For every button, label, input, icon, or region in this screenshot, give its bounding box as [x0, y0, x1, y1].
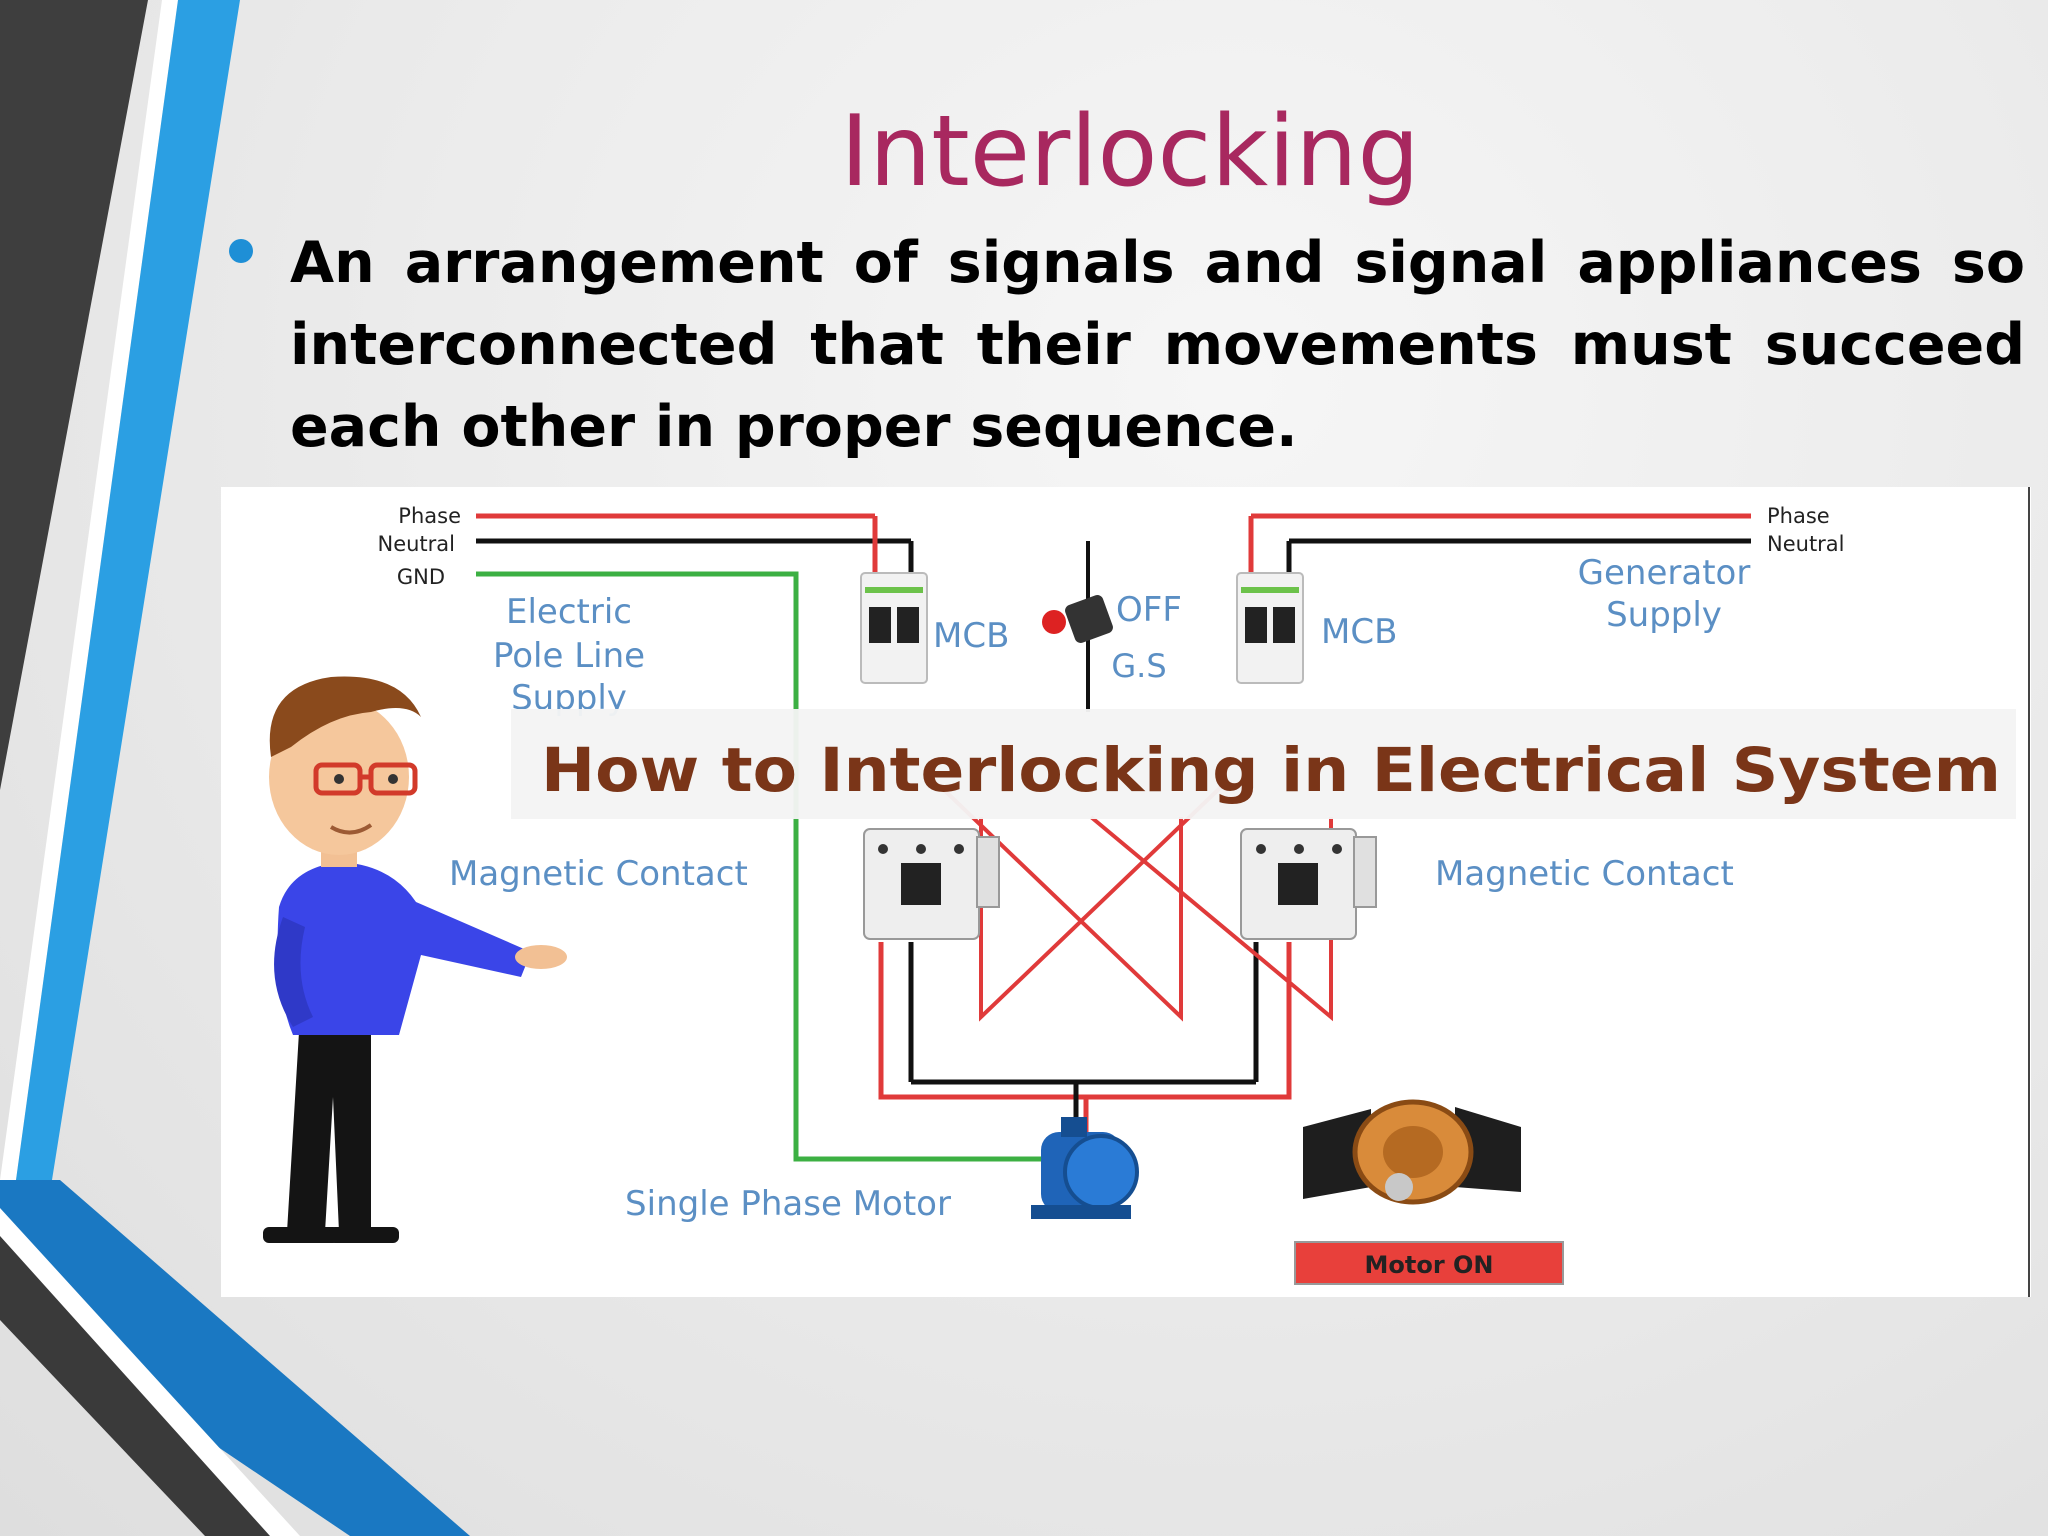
switch-gs-label: G.S	[1111, 647, 1166, 685]
mcb-breaker-icon	[1236, 572, 1304, 684]
left-phase-label: Phase	[398, 504, 461, 528]
motor-icon	[1031, 1117, 1139, 1219]
electric-label-2: Pole Line	[493, 636, 645, 676]
contactor-icon	[863, 828, 1000, 940]
presenter-illustration	[263, 676, 567, 1243]
right-neutral-label: Neutral	[1767, 532, 1845, 556]
mcb-left-label: MCB	[933, 616, 1009, 656]
contact-left-label: Magnetic Contact	[449, 854, 748, 894]
banner-title: How to Interlocking in Electrical System	[541, 735, 2001, 806]
mcb-breaker-icon	[860, 572, 928, 684]
contactor-icon	[1240, 828, 1377, 940]
left-neutral-label: Neutral	[377, 532, 455, 556]
bullet-text: An arrangement of signals and signal app…	[290, 230, 2025, 460]
switch-off-label: OFF	[1116, 590, 1182, 630]
mcb-right-label: MCB	[1321, 612, 1397, 652]
motor-status-label: Motor ON	[1364, 1251, 1493, 1279]
generator-label-2: Supply	[1606, 595, 1722, 635]
contact-right-label: Magnetic Contact	[1435, 854, 1734, 894]
slide-title: Interlocking	[840, 95, 1420, 209]
electric-label-1: Electric	[506, 592, 632, 632]
generator-label-1: Generator	[1578, 553, 1751, 593]
left-gnd-label: GND	[397, 565, 445, 589]
right-phase-label: Phase	[1767, 504, 1830, 528]
motor-label: Single Phase Motor	[625, 1184, 951, 1224]
rotor-icon	[1303, 1099, 1521, 1205]
switch-knob-icon	[1042, 595, 1113, 643]
bullet-icon	[229, 239, 253, 263]
wiring-diagram-image: Motor ON Phase Neutral GND Phase Neutral…	[221, 487, 2031, 1297]
